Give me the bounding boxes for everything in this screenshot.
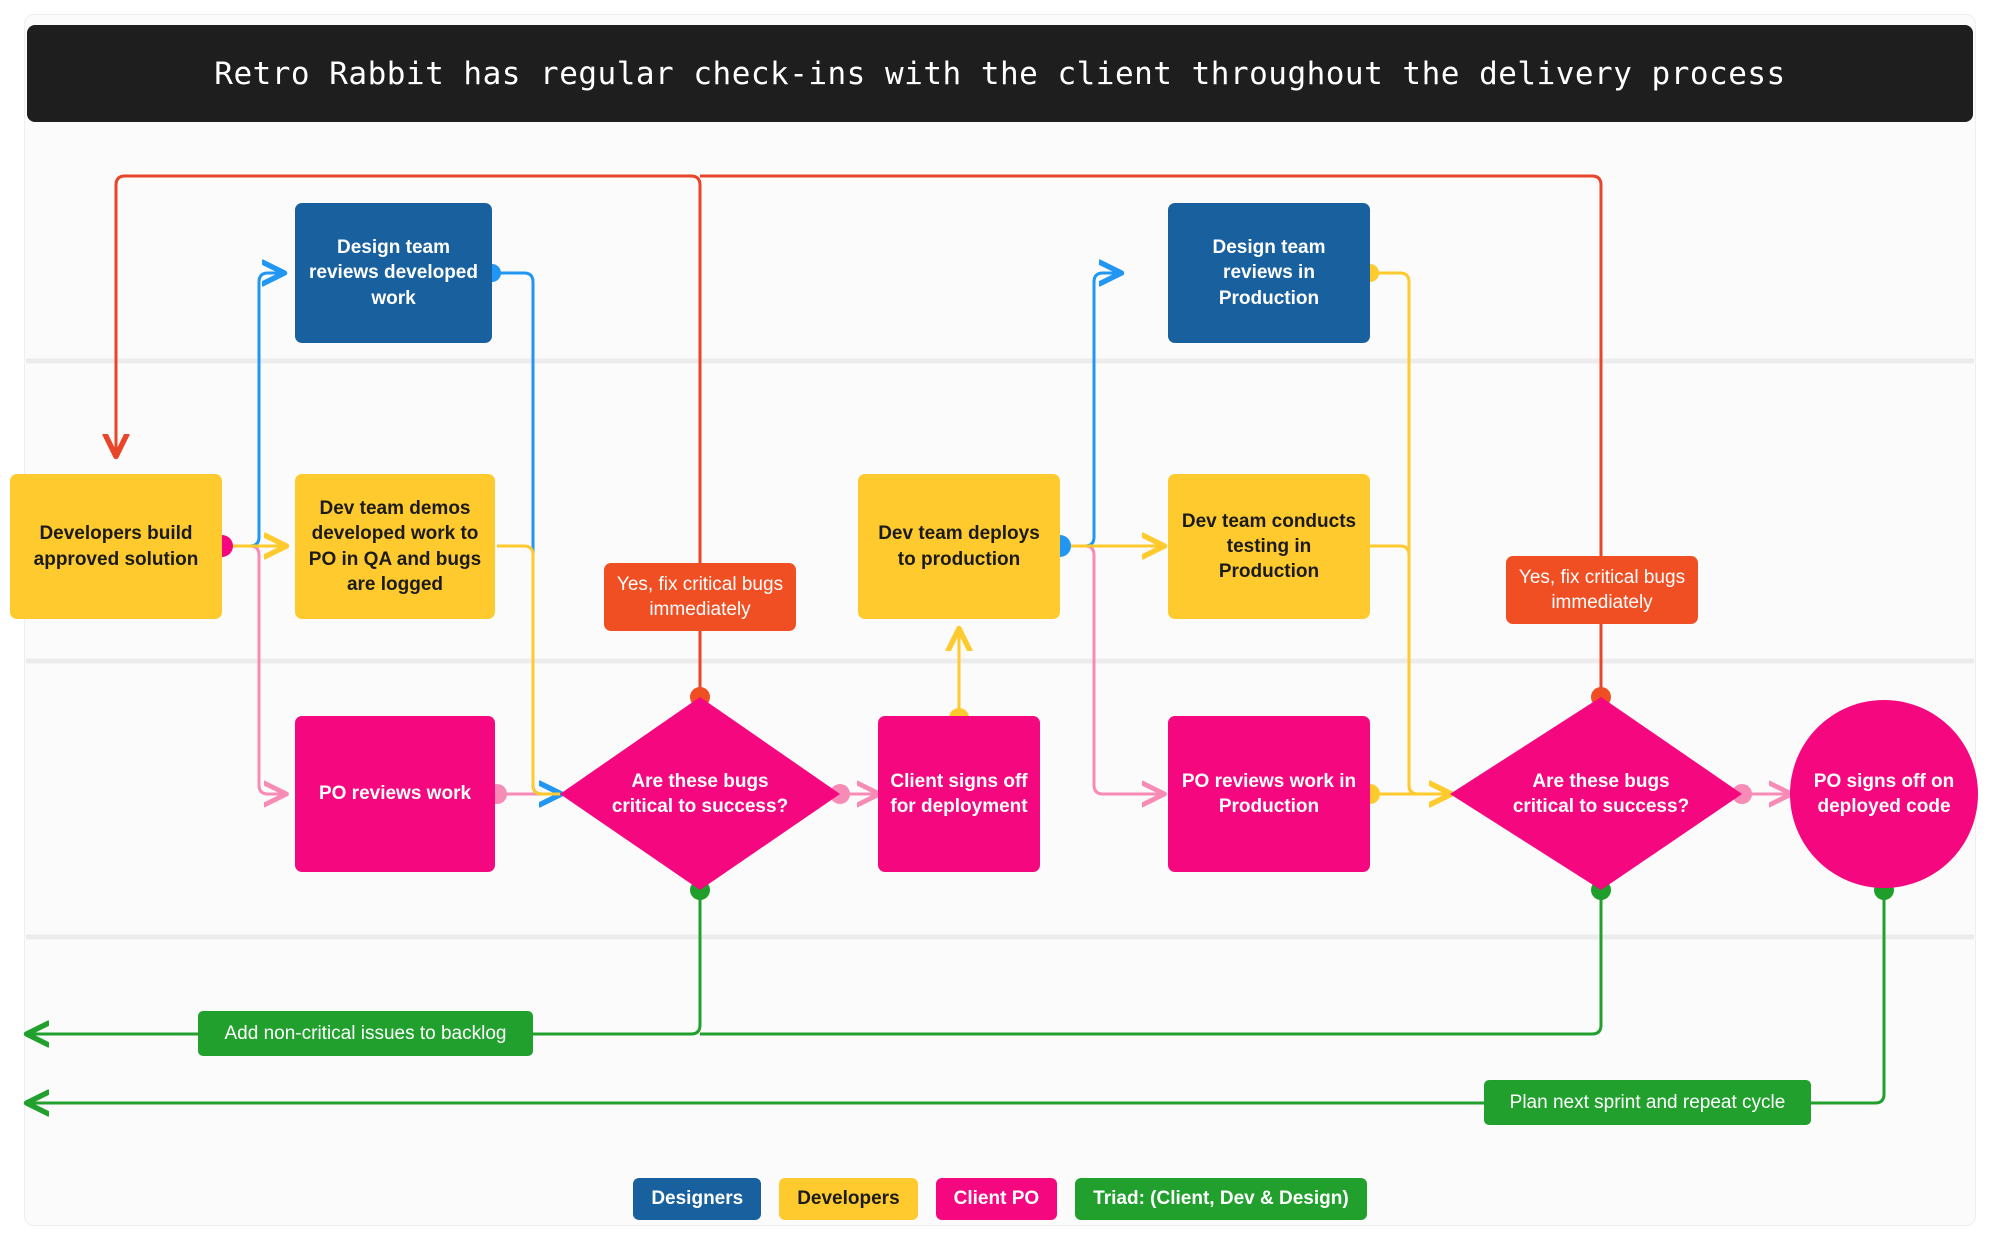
node-po-reviews-production[interactable]: PO reviews work in Production [1168, 716, 1370, 872]
legend-item-developers-label: Developers [797, 1188, 900, 1209]
node-design-reviews-developed-work[interactable]: Design team reviews developed work [295, 203, 492, 343]
legend-item-client-po-label: Client PO [953, 1188, 1040, 1209]
node-po-signs-off[interactable]: PO signs off on deployed code [1790, 700, 1978, 888]
node-dev-team-testing-production-label: Dev team conducts testing in Production [1181, 510, 1357, 583]
node-dev-team-deploys[interactable]: Dev team deploys to production [858, 474, 1060, 619]
node-yes-fix-critical-2-label: Yes, fix critical bugs immediately [1518, 566, 1686, 613]
node-design-reviews-developed-work-label: Design team reviews developed work [309, 237, 478, 309]
page-title: Retro Rabbit has regular check-ins with … [214, 55, 1786, 92]
node-yes-fix-critical-1[interactable]: Yes, fix critical bugs immediately [604, 563, 796, 631]
legend-item-triad[interactable]: Triad: (Client, Dev & Design) [1075, 1178, 1367, 1220]
node-yes-fix-critical-1-label: Yes, fix critical bugs immediately [616, 573, 784, 620]
node-plan-next-sprint-label: Plan next sprint and repeat cycle [1509, 1091, 1786, 1113]
legend-item-triad-label: Triad: (Client, Dev & Design) [1093, 1188, 1349, 1209]
title-banner: Retro Rabbit has regular check-ins with … [27, 25, 1973, 122]
legend-item-developers[interactable]: Developers [779, 1178, 918, 1220]
node-add-backlog[interactable]: Add non-critical issues to backlog [198, 1011, 533, 1056]
node-dev-team-demos[interactable]: Dev team demos developed work to PO in Q… [295, 474, 495, 619]
node-add-backlog-label: Add non-critical issues to backlog [224, 1022, 507, 1044]
node-po-reviews-work[interactable]: PO reviews work [295, 716, 495, 872]
node-dev-team-deploys-label: Dev team deploys to production [878, 523, 1040, 570]
node-po-signs-off-label: PO signs off on deployed code [1813, 770, 1955, 817]
node-dev-team-testing-production[interactable]: Dev team conducts testing in Production [1168, 474, 1370, 619]
node-client-signs-off-label: Client signs off for deployment [890, 770, 1028, 817]
node-bugs-critical-2[interactable]: Are these bugs critical to success? [1511, 740, 1691, 848]
node-design-reviews-production[interactable]: Design team reviews in Production [1168, 203, 1370, 343]
node-design-reviews-production-label: Design team reviews in Production [1212, 237, 1326, 309]
node-bugs-critical-1-label: Are these bugs critical to success? [611, 770, 789, 817]
legend-item-designers-label: Designers [651, 1188, 744, 1209]
node-dev-team-demos-label: Dev team demos developed work to PO in Q… [308, 497, 482, 595]
node-yes-fix-critical-2[interactable]: Yes, fix critical bugs immediately [1506, 556, 1698, 624]
node-po-reviews-production-label: PO reviews work in Production [1181, 770, 1357, 817]
node-client-signs-off[interactable]: Client signs off for deployment [878, 716, 1040, 872]
node-bugs-critical-2-label: Are these bugs critical to success? [1512, 770, 1690, 817]
legend: Designers Developers Client PO Triad: (C… [0, 1178, 2000, 1220]
node-plan-next-sprint[interactable]: Plan next sprint and repeat cycle [1484, 1080, 1811, 1125]
legend-item-designers[interactable]: Designers [633, 1178, 762, 1220]
node-po-reviews-work-label: PO reviews work [318, 783, 472, 805]
legend-item-client-po[interactable]: Client PO [935, 1178, 1058, 1220]
node-developers-build-label: Developers build approved solution [33, 523, 199, 570]
node-developers-build[interactable]: Developers build approved solution [10, 474, 222, 619]
node-bugs-critical-1[interactable]: Are these bugs critical to success? [610, 740, 790, 848]
